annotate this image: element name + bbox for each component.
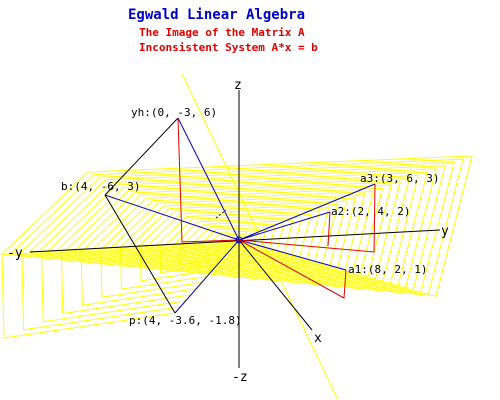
- plane-skirt: [100, 248, 202, 298]
- plane-contour: [164, 213, 312, 258]
- projection-yh: [177, 117, 240, 243]
- vector-p: [174, 239, 240, 314]
- plane-skirt: [120, 246, 208, 290]
- plane-contour: [155, 210, 321, 260]
- plane-contour: [174, 216, 303, 256]
- connector-b-p: [104, 194, 176, 314]
- plane-contour: [110, 194, 366, 271]
- axis-label-x: x: [314, 331, 322, 346]
- projection-a1: [238, 239, 347, 299]
- plane-normal-line: [181, 73, 339, 400]
- plane-contour: [146, 207, 330, 263]
- image-plane: [0, 155, 473, 339]
- projection-a3: [238, 183, 376, 253]
- plane-skirt: [80, 249, 197, 306]
- label-a2: a2:(2, 4, 2): [331, 205, 410, 218]
- axis-label-neg-z: -z: [232, 370, 248, 385]
- vector-b: [104, 194, 240, 241]
- plane-contour: [82, 184, 392, 278]
- axis-label-y: y: [441, 224, 449, 239]
- axis-label-z: z: [234, 78, 242, 93]
- plane-contour: [183, 220, 294, 254]
- vector-a2: [238, 211, 331, 241]
- plane-contour: [92, 187, 384, 276]
- label-p: p:(4, -3.6, -1.8): [129, 314, 242, 327]
- plane-contour: [192, 223, 285, 252]
- plane-contour: [19, 161, 455, 293]
- plane-skirt: [159, 244, 218, 274]
- plane-skirt: [139, 245, 213, 282]
- subtitle-line-1: The Image of the Matrix A: [139, 26, 305, 39]
- origin-marker: [235, 236, 243, 244]
- vector-a3: [238, 183, 376, 241]
- plane-contour: [128, 200, 348, 267]
- plane-skirt: [1, 253, 176, 339]
- plane-contour: [119, 197, 357, 269]
- projection-a2: [327, 211, 331, 247]
- plane-contour: [101, 190, 375, 273]
- page-title: Egwald Linear Algebra: [128, 7, 305, 23]
- x-axis: [238, 239, 313, 331]
- plane-contour: [219, 232, 258, 245]
- plane-contour: [64, 178, 410, 282]
- plane-contour: [46, 171, 428, 286]
- connector-b-yh: [104, 117, 179, 196]
- label-b: b:(4, -6, 3): [61, 180, 140, 193]
- label-a1: a1:(8, 2, 1): [348, 263, 427, 276]
- vector-a1: [238, 239, 347, 271]
- connectors: [104, 117, 179, 314]
- plane-contour: [28, 165, 446, 291]
- plane-contour: [137, 203, 339, 265]
- y-axis: [29, 229, 441, 253]
- label-yh: yh:(0, -3, 6): [131, 106, 217, 119]
- plane-contour: [37, 168, 437, 288]
- plane-contour: [9, 158, 464, 295]
- vector-yh: [177, 117, 240, 241]
- plane-skirt: [41, 251, 186, 323]
- axis-label-neg-y: -y: [7, 246, 23, 261]
- axes: [29, 90, 441, 368]
- plane-skirt: [199, 242, 229, 257]
- plane-contour: [210, 229, 267, 248]
- plane-skirt: [21, 252, 181, 331]
- projections: [177, 117, 376, 299]
- subtitle-line-2: Inconsistent System A*x = b: [139, 41, 318, 54]
- plane-skirt: [179, 243, 224, 266]
- plane-contour: [201, 226, 276, 250]
- plane-contour: [55, 174, 419, 284]
- label-a3: a3:(3, 6, 3): [360, 172, 439, 185]
- plane-contour: [0, 155, 473, 297]
- plane-skirt: [60, 250, 192, 315]
- vectors: [104, 117, 376, 314]
- plane-skirt: [218, 241, 234, 249]
